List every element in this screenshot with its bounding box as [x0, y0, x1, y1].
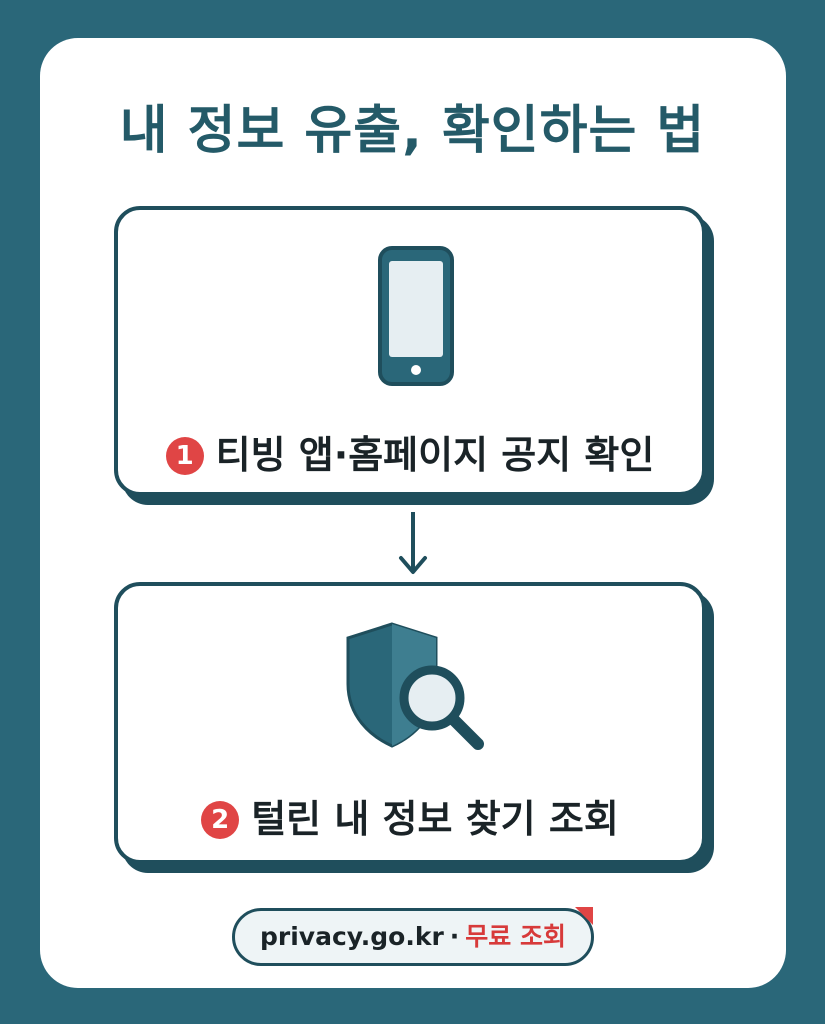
step-2-card: 2 털린 내 정보 찾기 조회	[114, 582, 706, 864]
step-1-text: 티빙 앱·홈페이지 공지 확인	[215, 433, 655, 477]
shield-search-icon	[346, 622, 484, 750]
step-2-number-badge: 2	[201, 801, 240, 839]
privacy-url[interactable]: privacy.go.kr	[259, 922, 444, 951]
page-title: 내 정보 유출, 확인하는 법	[119, 101, 706, 161]
privacy-link-pill[interactable]: privacy.go.kr·무료 조회	[232, 907, 594, 966]
step-1-number-badge: 1	[165, 437, 204, 475]
step-1-card: 1 티빙 앱·홈페이지 공지 확인	[114, 206, 706, 496]
step-2-text: 털린 내 정보 찾기 조회	[251, 797, 619, 841]
arrow-down-icon	[399, 512, 427, 574]
step-1-label: 1 티빙 앱·홈페이지 공지 확인	[118, 424, 702, 479]
smartphone-icon	[378, 246, 454, 386]
corner-flag-icon	[575, 907, 593, 925]
link-separator: ·	[449, 922, 460, 951]
free-check-label: 무료 조회	[465, 922, 567, 951]
step-2-label: 2 털린 내 정보 찾기 조회	[118, 788, 702, 843]
